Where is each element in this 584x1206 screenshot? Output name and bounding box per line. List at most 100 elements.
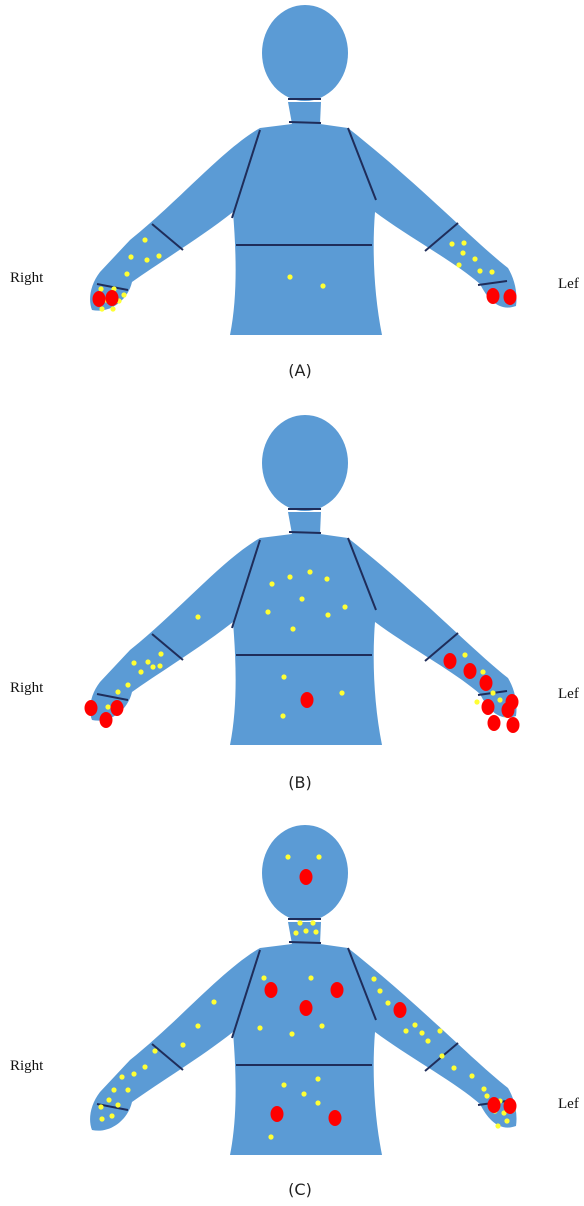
panel-b-minor-marker: [145, 659, 150, 664]
panel-a-minor-marker: [156, 253, 161, 258]
panel-b-segment-line: [289, 532, 321, 533]
panel-b-body-silhouette: [90, 512, 516, 745]
panel-a-body-map: [90, 5, 516, 335]
panel-b-minor-marker: [287, 574, 292, 579]
panel-b-minor-marker: [324, 576, 329, 581]
panel-a-minor-marker: [98, 286, 103, 291]
panel-c-minor-marker: [412, 1022, 417, 1027]
panel-a-minor-marker: [144, 257, 149, 262]
panel-b-head: [262, 415, 348, 511]
panel-c-minor-marker: [297, 920, 302, 925]
panel-c-minor-marker: [125, 1087, 130, 1092]
panel-c-minor-marker: [303, 928, 308, 933]
panel-c-minor-marker: [385, 1000, 390, 1005]
panel-b-minor-marker: [281, 674, 286, 679]
panel-a-left-label: Lef: [558, 276, 579, 293]
panel-c-minor-marker: [308, 975, 313, 980]
panel-b-minor-marker: [474, 699, 479, 704]
panel-a-minor-marker: [461, 240, 466, 245]
panel-b-major-marker: [488, 715, 501, 731]
panel-a-minor-marker: [128, 254, 133, 259]
panel-c-minor-marker: [439, 1053, 444, 1058]
panel-c-minor-marker: [142, 1064, 147, 1069]
panel-c-minor-marker: [152, 1048, 157, 1053]
panel-b-caption: (B): [270, 773, 330, 792]
panel-c-minor-marker: [437, 1028, 442, 1033]
panel-b-major-marker: [111, 700, 124, 716]
panel-b-minor-marker: [125, 682, 130, 687]
panel-c-minor-marker: [313, 929, 318, 934]
panel-a-minor-marker: [121, 292, 126, 297]
panel-c-minor-marker: [98, 1104, 103, 1109]
panel-c-minor-marker: [115, 1102, 120, 1107]
panel-a-major-marker: [93, 291, 106, 307]
panel-c-major-marker: [300, 1000, 313, 1016]
panel-c-minor-marker: [281, 1082, 286, 1087]
panel-a-right-label: Right: [10, 270, 43, 287]
panel-a-minor-marker: [124, 271, 129, 276]
panel-a-minor-marker: [456, 262, 461, 267]
panel-b-minor-marker: [138, 669, 143, 674]
panel-c-minor-marker: [211, 999, 216, 1004]
panel-b-minor-marker: [280, 713, 285, 718]
panel-c-left-label: Lef: [558, 1096, 579, 1113]
panel-a-major-marker: [487, 288, 500, 304]
panel-a-major-marker: [504, 289, 517, 305]
panel-a-minor-marker: [320, 283, 325, 288]
panel-c-minor-marker: [484, 1093, 489, 1098]
panel-a-minor-marker: [142, 237, 147, 242]
panel-c-minor-marker: [180, 1042, 185, 1047]
panel-b-minor-marker: [462, 652, 467, 657]
panel-c-major-marker: [271, 1106, 284, 1122]
panel-a-head: [262, 5, 348, 101]
panel-c-major-marker: [265, 982, 278, 998]
panel-b-major-marker: [482, 699, 495, 715]
panel-c-minor-marker: [403, 1028, 408, 1033]
panel-c-minor-marker: [109, 1113, 114, 1118]
panel-c-minor-marker: [315, 1076, 320, 1081]
panel-b-minor-marker: [265, 609, 270, 614]
panel-b-major-marker: [301, 692, 314, 708]
panel-c-right-label: Right: [10, 1058, 43, 1075]
panel-c-minor-marker: [195, 1023, 200, 1028]
panel-b-minor-marker: [342, 604, 347, 609]
panel-b-minor-marker: [290, 626, 295, 631]
panel-b-minor-marker: [307, 569, 312, 574]
panel-a-minor-marker: [477, 268, 482, 273]
panel-c-minor-marker: [495, 1123, 500, 1128]
panel-b-minor-marker: [480, 669, 485, 674]
panel-b-minor-marker: [325, 612, 330, 617]
panel-c-caption: (C): [270, 1180, 330, 1199]
panel-b-body-map: [85, 415, 520, 745]
panel-c-minor-marker: [481, 1086, 486, 1091]
panel-c-body-silhouette: [90, 922, 516, 1155]
panel-b-major-marker: [85, 700, 98, 716]
panel-c-minor-marker: [451, 1065, 456, 1070]
panel-b-minor-marker: [195, 614, 200, 619]
panel-c-major-marker: [331, 982, 344, 998]
panel-c-major-marker: [504, 1098, 517, 1114]
panel-c-minor-marker: [377, 988, 382, 993]
panel-a-minor-marker: [449, 241, 454, 246]
panel-b-minor-marker: [115, 689, 120, 694]
panel-a-minor-marker: [99, 306, 104, 311]
panel-c-minor-marker: [425, 1038, 430, 1043]
panel-b-minor-marker: [497, 697, 502, 702]
panel-c-minor-marker: [316, 854, 321, 859]
panel-c-minor-marker: [469, 1073, 474, 1078]
panel-b-minor-marker: [490, 690, 495, 695]
panel-a-body-silhouette: [90, 102, 516, 335]
panel-c-minor-marker: [119, 1074, 124, 1079]
panel-a-major-marker: [106, 290, 119, 306]
panel-c-minor-marker: [257, 1025, 262, 1030]
panel-c-major-marker: [394, 1002, 407, 1018]
panel-c-minor-marker: [261, 975, 266, 980]
panel-b-minor-marker: [158, 651, 163, 656]
panel-b-minor-marker: [150, 664, 155, 669]
panel-c-minor-marker: [285, 854, 290, 859]
panel-c-minor-marker: [111, 1087, 116, 1092]
panel-b-major-marker: [444, 653, 457, 669]
panel-b-major-marker: [100, 712, 113, 728]
